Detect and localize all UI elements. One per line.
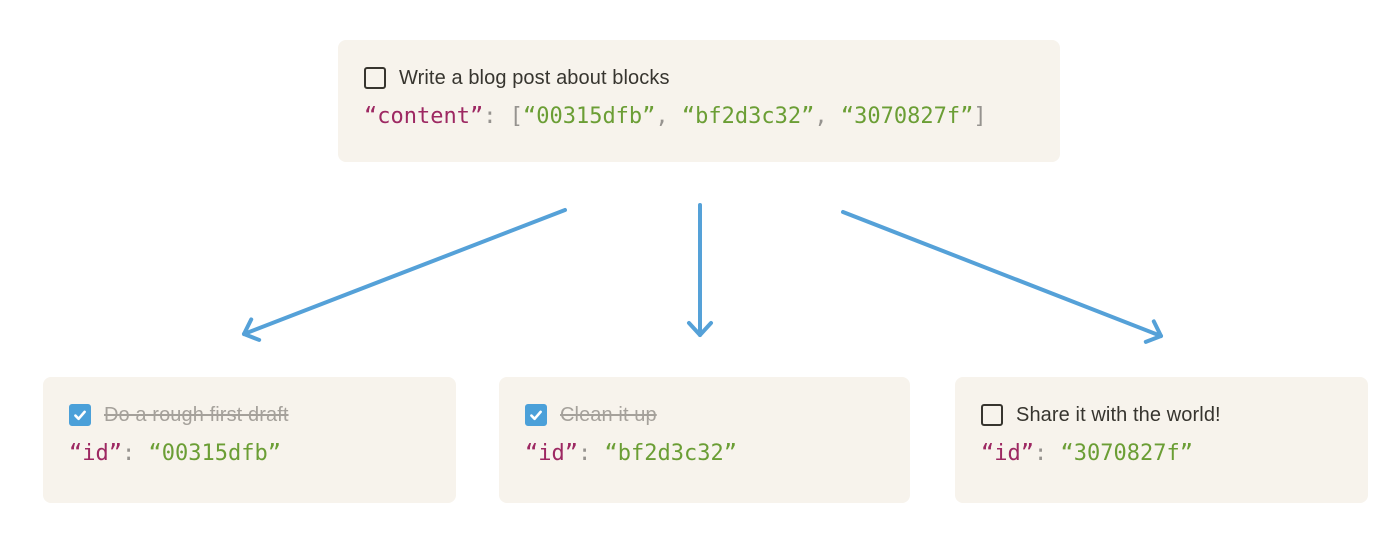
arrow-to-subtask-1	[242, 208, 567, 342]
parent-todo-card: Write a blog post about blocks “content”…	[338, 40, 1060, 162]
code-string: “bf2d3c32”	[604, 441, 737, 466]
code-line: “id”: “00315dfb”	[69, 439, 430, 469]
code-string: “00315dfb”	[522, 104, 656, 129]
subtask-todo-card-2: Clean it up “id”: “bf2d3c32”	[499, 377, 910, 503]
checkmark-icon	[530, 410, 542, 421]
todo-checkbox[interactable]	[364, 67, 386, 89]
arrow-to-subtask-3	[841, 210, 1163, 344]
code-line: “content”: [“00315dfb”, “bf2d3c32”, “307…	[364, 102, 1034, 132]
todo-row: Write a blog post about blocks	[364, 65, 1034, 91]
todo-checkbox[interactable]	[69, 404, 91, 426]
todo-title: Write a blog post about blocks	[399, 66, 670, 89]
code-key: “id”	[981, 441, 1034, 466]
code-punctuation: :	[577, 441, 605, 466]
code-key: “content”	[364, 104, 484, 129]
todo-title: Clean it up	[560, 403, 657, 426]
code-punctuation: :	[121, 441, 149, 466]
code-punctuation: [	[509, 104, 523, 129]
code-line: “id”: “bf2d3c32”	[525, 439, 884, 469]
code-punctuation: :	[1033, 441, 1061, 466]
todo-checkbox[interactable]	[981, 404, 1003, 426]
code-punctuation: ,	[814, 104, 841, 129]
todo-checkbox[interactable]	[525, 404, 547, 426]
code-punctuation: :	[483, 104, 510, 129]
code-key: “id”	[69, 441, 122, 466]
todo-title: Share it with the world!	[1016, 403, 1221, 426]
code-string: “00315dfb”	[148, 441, 281, 466]
code-string: “bf2d3c32”	[681, 104, 815, 129]
checkmark-icon	[74, 410, 86, 421]
todo-row: Share it with the world!	[981, 402, 1342, 428]
code-line: “id”: “3070827f”	[981, 439, 1342, 469]
code-key: “id”	[525, 441, 578, 466]
code-punctuation: ]	[973, 104, 987, 129]
code-punctuation: ,	[655, 104, 682, 129]
subtask-todo-card-3: Share it with the world! “id”: “3070827f…	[955, 377, 1368, 503]
code-string: “3070827f”	[1060, 441, 1193, 466]
code-string: “3070827f”	[840, 104, 974, 129]
todo-row: Clean it up	[525, 402, 884, 428]
todo-title: Do a rough first draft	[104, 403, 289, 426]
subtask-todo-card-1: Do a rough first draft “id”: “00315dfb”	[43, 377, 456, 503]
todo-row: Do a rough first draft	[69, 402, 430, 428]
